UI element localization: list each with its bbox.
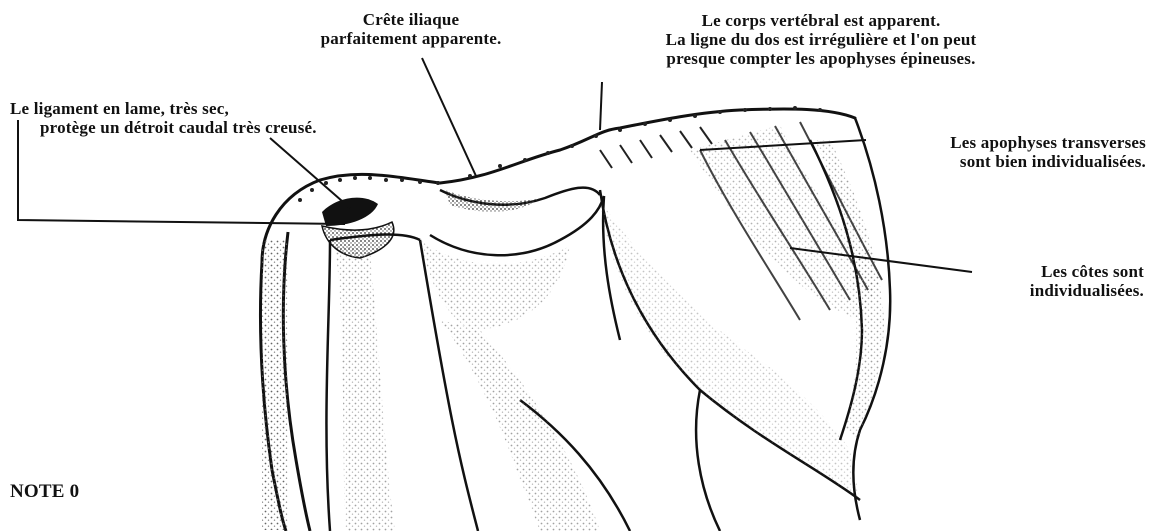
vertebral-body-caption-line-1: Le corps vertébral est apparent. <box>596 11 1046 30</box>
ribs-caption-line-1: Les côtes sont <box>1030 262 1144 281</box>
transverse-processes-caption-line-2: sont bien individualisées. <box>950 152 1146 171</box>
ligament-leader-2 <box>270 138 350 208</box>
ligament-caption: Le ligament en lame, très sec, protège u… <box>10 99 317 137</box>
vertebral-body-caption-line-3: presque compter les apophyses épineuses. <box>596 49 1046 68</box>
transverse-processes-caption-line-1: Les apophyses transverses <box>950 133 1146 152</box>
transverse-processes-caption: Les apophyses transverses sont bien indi… <box>950 133 1146 171</box>
corps-leader <box>600 82 602 130</box>
iliac-crest-caption: Crête iliaque parfaitement apparente. <box>286 10 536 48</box>
ribs-caption-line-2: individualisées. <box>1030 281 1144 300</box>
note-score: NOTE 0 <box>10 482 79 501</box>
iliac-crest-caption-line-1: Crête iliaque <box>286 10 536 29</box>
ligament-caption-line-2: protège un détroit caudal très creusé. <box>10 118 317 137</box>
crete-leader <box>422 58 476 176</box>
iliac-crest-caption-line-2: parfaitement apparente. <box>286 29 536 48</box>
vertebral-body-caption: Le corps vertébral est apparent. La lign… <box>596 11 1046 68</box>
hind-leg-shading <box>335 245 395 531</box>
tail-shading <box>262 240 288 530</box>
hip-shading <box>420 240 570 330</box>
ligament-caption-line-1: Le ligament en lame, très sec, <box>10 99 317 118</box>
iliac-crest-shading <box>445 190 540 212</box>
flank-shading <box>440 320 600 531</box>
transverse-processes <box>600 127 712 168</box>
vertebral-body-caption-line-2: La ligne du dos est irrégulière et l'on … <box>596 30 1046 49</box>
ribs-caption: Les côtes sont individualisées. <box>1030 262 1144 300</box>
